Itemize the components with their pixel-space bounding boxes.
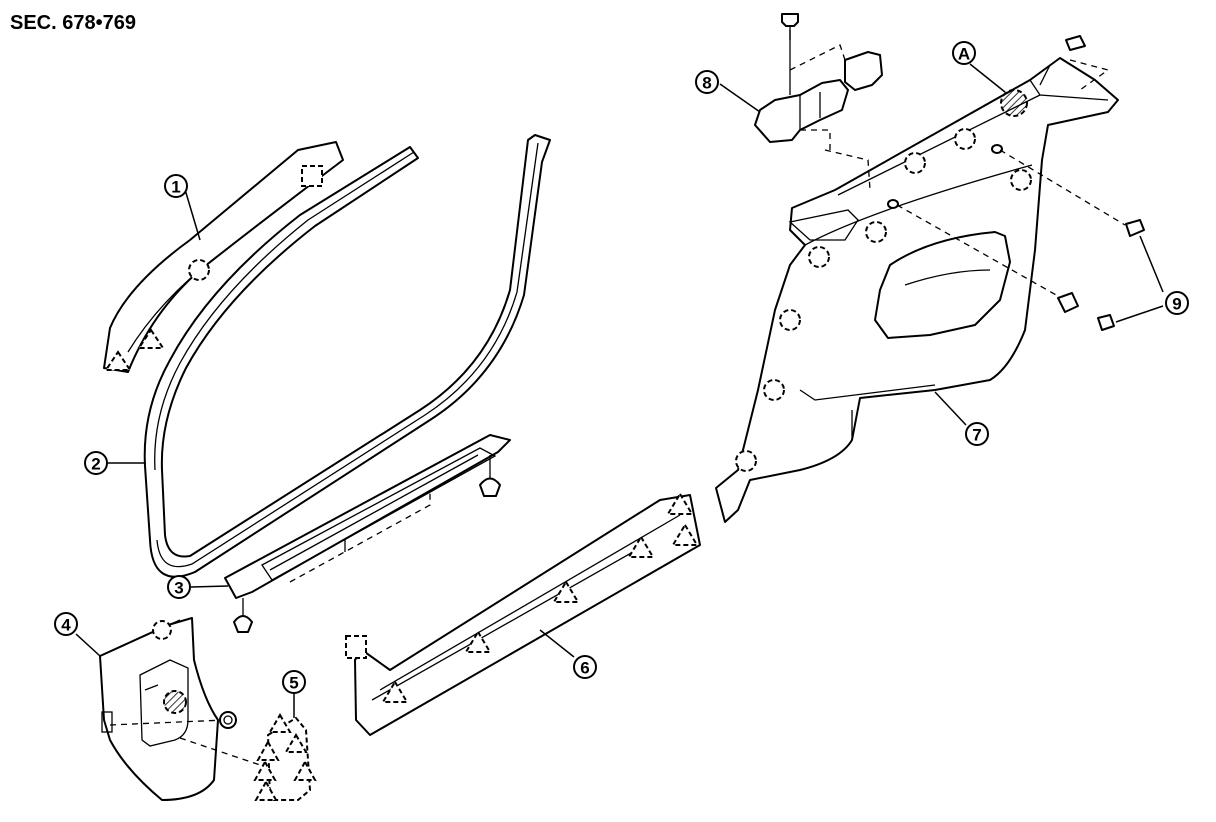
clip-9-group: [1057, 35, 1145, 331]
dash-side-finisher: [99, 617, 261, 801]
callout-8-label: 8: [702, 74, 711, 93]
callout-6-label: 6: [580, 659, 589, 678]
callout-8: 8: [695, 70, 719, 94]
seat-belt-bracket: [754, 13, 883, 150]
callout-a-label: A: [958, 45, 970, 64]
callout-5-label: 5: [289, 674, 298, 693]
callout-4-label: 4: [61, 616, 71, 635]
callout-3: 3: [167, 575, 191, 599]
callout-1: 1: [164, 174, 188, 198]
leader-lines: [75, 63, 1164, 718]
callout-3-label: 3: [174, 579, 183, 598]
clip-icon: [479, 455, 501, 497]
rear-side-finisher: [715, 57, 1126, 523]
callout-5: 5: [282, 670, 306, 694]
front-pillar-garnish: [103, 141, 344, 373]
kicking-plate: [224, 434, 511, 633]
callout-9: 9: [1165, 291, 1189, 315]
callout-2: 2: [84, 451, 108, 475]
body-side-welt: [143, 134, 551, 578]
callout-6: 6: [573, 655, 597, 679]
section-code: SEC. 678•769: [10, 12, 136, 34]
rear-kicking-plate: [345, 492, 701, 736]
clip-icon: [233, 598, 253, 633]
callout-2-label: 2: [91, 455, 100, 474]
callout-7-label: 7: [972, 426, 981, 445]
bracket: [253, 713, 317, 801]
callout-7: 7: [965, 422, 989, 446]
callout-9-label: 9: [1172, 295, 1181, 314]
callout-a: A: [952, 41, 976, 65]
callout-1-label: 1: [171, 178, 180, 197]
callout-4: 4: [54, 612, 78, 636]
